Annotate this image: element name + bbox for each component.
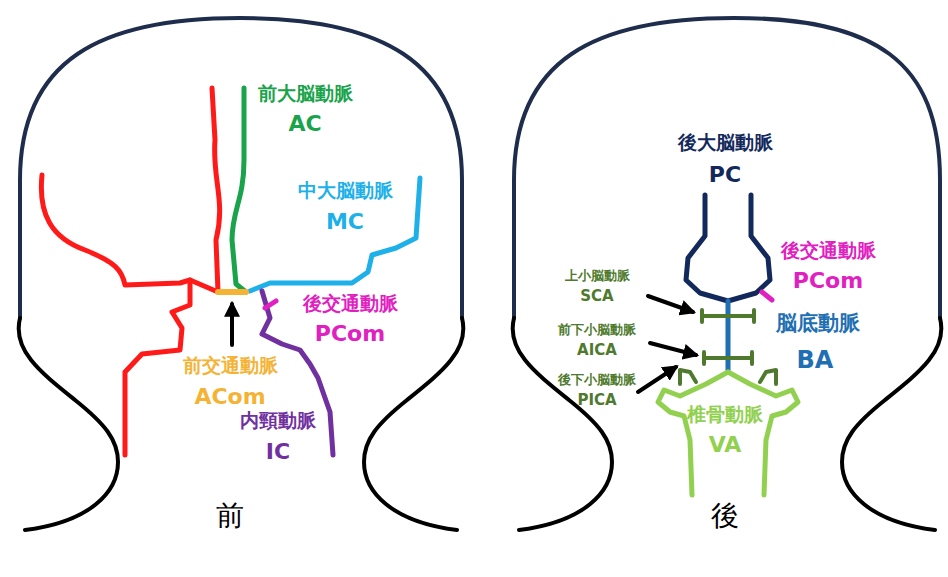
artery-line <box>680 370 696 384</box>
head-outline <box>514 18 940 318</box>
artery-line <box>265 301 276 308</box>
artery-label: 上小脳動脈 <box>565 269 630 282</box>
artery-line <box>250 178 420 291</box>
artery-label: 後交通動脈 <box>303 294 398 313</box>
artery-label: 後大脳動脈 <box>678 133 773 152</box>
artery-label: IC <box>266 441 290 463</box>
artery-line <box>760 370 776 384</box>
artery-label: BA <box>797 348 834 372</box>
artery-label: 内頸動脈 <box>240 411 316 430</box>
artery-label: PICA <box>577 393 616 408</box>
artery-line <box>232 88 246 292</box>
artery-label: 前下小脳動脈 <box>558 323 636 336</box>
view-label: 後 <box>711 502 739 530</box>
artery-line <box>41 175 218 292</box>
artery-label: 後交通動脈 <box>781 241 876 260</box>
neck-outline <box>842 318 941 530</box>
artery-line <box>726 301 731 372</box>
artery-label: ACom <box>194 386 265 408</box>
artery-line <box>686 195 770 301</box>
artery-label: 後下小脳動脈 <box>558 373 636 386</box>
artery-label: AICA <box>577 343 617 358</box>
leader-arrow <box>648 296 693 312</box>
artery-line <box>212 88 220 292</box>
artery-label: 中大脳動脈 <box>298 181 393 200</box>
artery-label: 椎骨動脈 <box>687 405 763 424</box>
leader-arrow <box>230 304 234 345</box>
leader-arrow <box>650 343 696 355</box>
artery-line <box>704 352 752 364</box>
artery-label: AC <box>288 113 321 135</box>
artery-label: PC <box>709 164 741 186</box>
artery-line <box>218 289 246 295</box>
artery-label: PCom <box>315 323 385 345</box>
artery-line <box>125 280 190 455</box>
artery-label: PCom <box>793 270 863 292</box>
neck-outline <box>364 318 463 530</box>
artery-label: 脳底動脈 <box>776 313 860 334</box>
head-outline <box>20 18 462 318</box>
artery-label: VA <box>709 434 742 456</box>
artery-label: 前交通動脈 <box>183 356 278 375</box>
artery-label: MC <box>326 211 364 233</box>
artery-line <box>702 310 754 322</box>
artery-line <box>762 292 772 300</box>
artery-label: 前大脳動脈 <box>258 84 353 103</box>
leader-arrow <box>638 367 676 392</box>
view-label: 前 <box>216 502 244 530</box>
neck-outline <box>19 318 118 530</box>
artery-label: SCA <box>580 289 613 304</box>
